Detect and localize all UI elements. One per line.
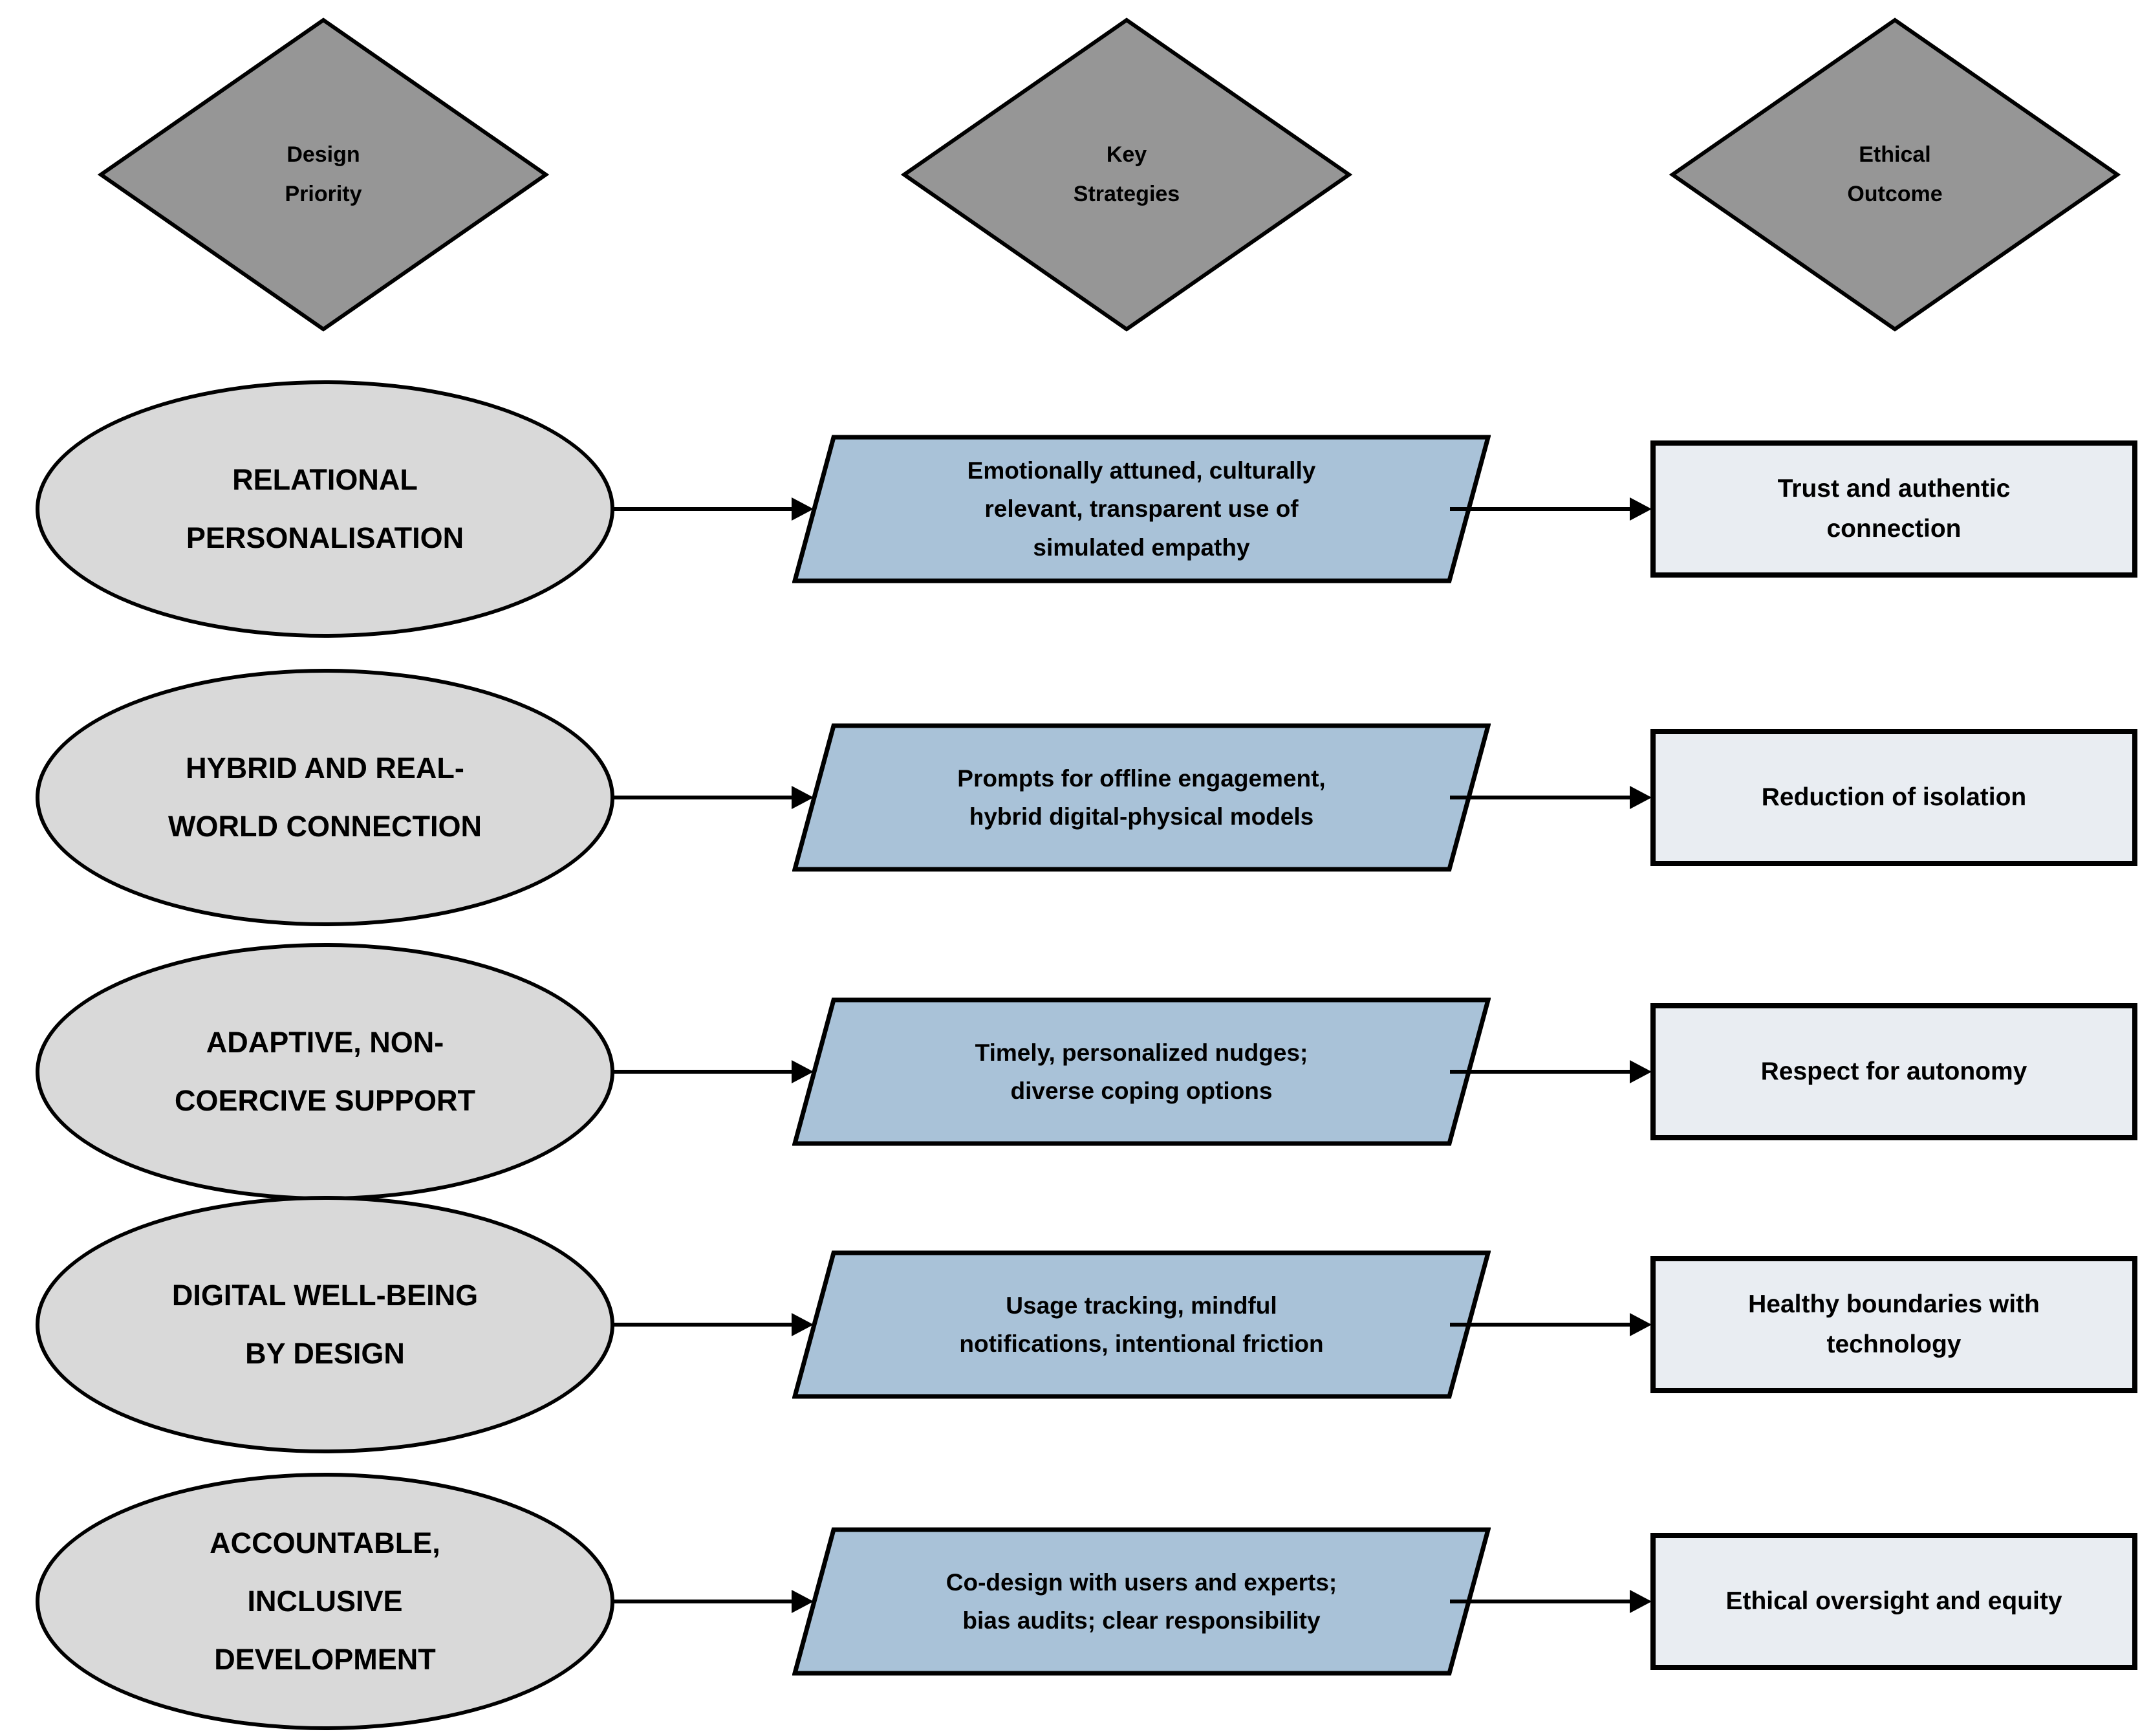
strategy-parallelogram (792, 435, 1491, 583)
flow-row-digital-well-being: DIGITAL WELL-BEING BY DESIGN Usage track… (0, 1196, 2151, 1453)
arrow-line (611, 1323, 793, 1327)
flow-row-hybrid-real-world: HYBRID AND REAL- WORLD CONNECTION Prompt… (0, 669, 2151, 926)
flow-row-accountable-inclusive: ACCOUNTABLE, INCLUSIVE DEVELOPMENT Co-de… (0, 1473, 2151, 1730)
priority-ellipse (36, 1473, 614, 1730)
outcome-rectangle (1650, 440, 2137, 578)
priority-ellipse (36, 669, 614, 926)
arrow-head-icon (1630, 786, 1652, 809)
arrow-head-icon (1630, 497, 1652, 521)
strategy-parallelogram (792, 1527, 1491, 1676)
header-diamond-design-priority: Design Priority (97, 16, 550, 333)
priority-ellipse (36, 380, 614, 638)
header-diamond-ethical-outcome: Ethical Outcome (1669, 16, 2121, 333)
arrow-line (1450, 796, 1631, 799)
arrow-line (1450, 507, 1631, 511)
arrow-line (611, 1070, 793, 1074)
arrow-line (611, 796, 793, 799)
flow-row-relational-personalisation: RELATIONAL PERSONALISATION Emotionally a… (0, 380, 2151, 638)
arrow-head-icon (1630, 1313, 1652, 1336)
diamond-shape (900, 17, 1353, 332)
priority-ellipse (36, 943, 614, 1200)
arrow-line (611, 1600, 793, 1603)
outcome-rectangle (1650, 1256, 2137, 1393)
arrow-line (1450, 1070, 1631, 1074)
diamond-shape (1669, 17, 2121, 332)
flow-row-adaptive-non-coercive: ADAPTIVE, NON- COERCIVE SUPPORT Timely, … (0, 943, 2151, 1200)
diamond-shape (97, 17, 550, 332)
header-diamond-key-strategies: Key Strategies (900, 16, 1353, 333)
strategy-parallelogram (792, 997, 1491, 1146)
strategy-parallelogram (792, 723, 1491, 872)
outcome-rectangle (1650, 1533, 2137, 1670)
arrow-head-icon (1630, 1060, 1652, 1083)
arrow-head-icon (1630, 1590, 1652, 1613)
arrow-line (1450, 1600, 1631, 1603)
outcome-rectangle (1650, 1003, 2137, 1140)
strategy-parallelogram (792, 1250, 1491, 1399)
priority-ellipse (36, 1196, 614, 1453)
arrow-line (1450, 1323, 1631, 1327)
outcome-rectangle (1650, 729, 2137, 866)
arrow-line (611, 507, 793, 511)
